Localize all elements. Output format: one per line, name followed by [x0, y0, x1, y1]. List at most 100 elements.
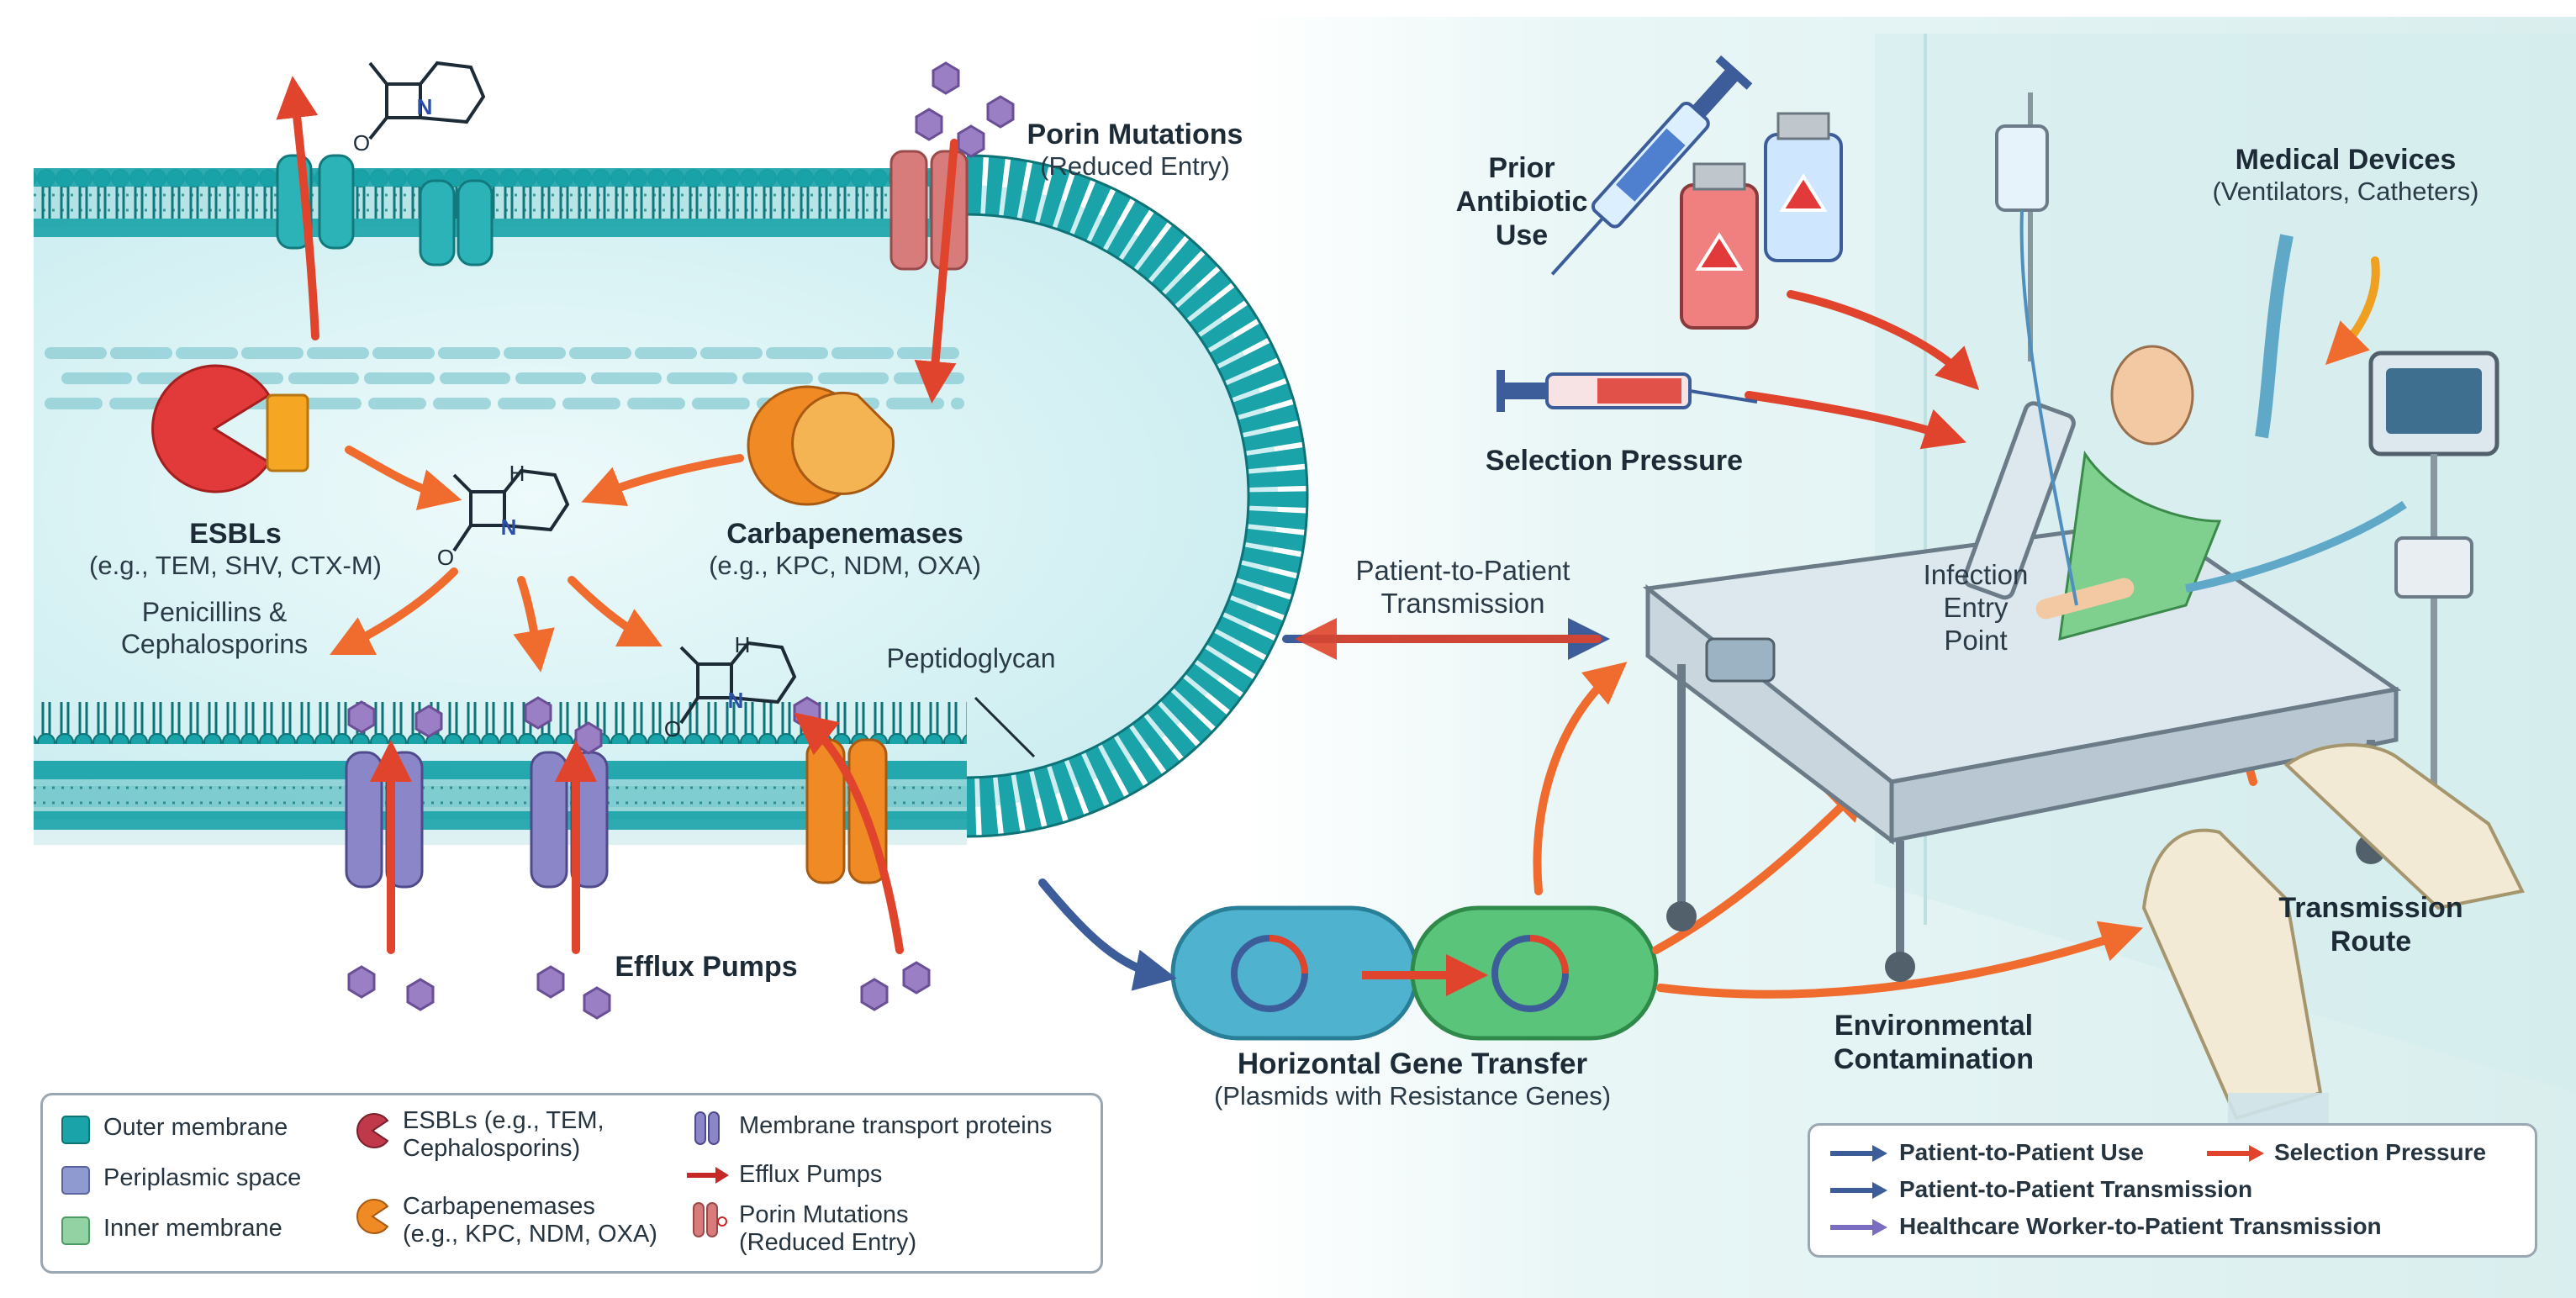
porin-mutations-legend-line2: (Reduced Entry) [739, 1229, 917, 1257]
carbapenemases-legend-line2: (e.g., KPC, NDM, OXA) [403, 1221, 657, 1248]
patient-transmission-legend-arrow [1830, 1182, 1887, 1199]
environmental-line1: Environmental [1834, 1010, 2034, 1042]
carbapenemase-legend-icon [356, 1199, 389, 1234]
hgt-sub: (Plasmids with Resistance Genes) [1213, 1081, 1612, 1111]
carbapenemase-enzyme [747, 385, 895, 506]
medical-devices-sub: (Ventilators, Catheters) [2212, 177, 2479, 207]
beta-lactam-molecule-right [679, 641, 797, 725]
esbls-label: ESBLs (e.g., TEM, SHV, CTX-M) [59, 517, 412, 582]
syringe-bottom [1497, 370, 1758, 412]
efflux-pumps-legend-label: Efflux Pumps [739, 1161, 883, 1188]
porin-mutations-legend-line1: Porin Mutations [739, 1201, 909, 1228]
selection-pressure-legend-label: Selection Pressure [2274, 1139, 2487, 1165]
horizontal-gene-transfer-label: Horizontal Gene Transfer (Plasmids with … [1152, 1047, 1673, 1112]
penicillins-line2: Cephalosporins [120, 628, 309, 659]
esbl-legend-icon [356, 1113, 389, 1148]
atom-n-center: N [500, 514, 517, 540]
carbapenemases-legend-line1: Carbapenemases [403, 1193, 595, 1220]
membrane-transport-legend-icon [694, 1111, 720, 1145]
penicillins-label: Penicillins & Cephalosporins [76, 597, 353, 661]
patient-figure [2035, 345, 2222, 641]
atom-h-center: H [509, 461, 525, 486]
antibiotic-vials [1680, 112, 1843, 330]
efflux-pumps-text: Efflux Pumps [615, 951, 798, 983]
patient-to-patient-transmission-label: Patient-to-Patient Transmission [1312, 555, 1614, 620]
horizontal-gene-transfer-cells [1170, 905, 1659, 1041]
infection-entry-line2: Entry [1943, 591, 2009, 623]
infection-entry-point-label: Infection Entry Point [1900, 559, 2051, 657]
porin-mutations-legend-label: Porin Mutations (Reduced Entry) [739, 1201, 916, 1258]
esbls-legend-label: ESBLs (e.g., TEM, Cephalosporins) [403, 1107, 604, 1163]
porin-mutations-sub: (Reduced Entry) [1040, 151, 1230, 182]
syringe-top [1550, 55, 1753, 276]
porin-mutations-title: Porin Mutations [1027, 119, 1243, 150]
iv-stand [1995, 92, 2078, 606]
transmission-route-line2: Route [2330, 926, 2412, 958]
outer-membrane-legend-label: Outer membrane [103, 1114, 288, 1141]
selection-pressure-text: Selection Pressure [1485, 445, 1744, 477]
membrane-transport-legend-label: Membrane transport proteins [739, 1112, 1053, 1139]
prior-antibiotic-line2: Antibiotic [1455, 186, 1588, 219]
patient-transmission-line1: Patient-to-Patient [1355, 555, 1570, 586]
environmental-contamination-label: Environmental Contamination [1791, 1009, 2077, 1076]
penicillins-line1: Penicillins & [141, 597, 288, 627]
prior-antibiotic-line3: Use [1495, 219, 1549, 252]
carbapenemases-legend-label: Carbapenemases (e.g., KPC, NDM, OXA) [403, 1193, 657, 1249]
hgt-title: Horizontal Gene Transfer [1237, 1047, 1588, 1080]
antibiotic-molecules [347, 61, 1015, 1020]
porin-mutation-legend-icon [693, 1202, 727, 1237]
transmission-route-label: Transmission Route [2253, 891, 2489, 958]
peptidoglycan-label: Peptidoglycan [858, 643, 1085, 675]
atom-n-top: N [416, 94, 433, 119]
legend-transmission-routes: Patient-to-Patient Use Selection Pressur… [1808, 1123, 2537, 1258]
inner-membrane [34, 664, 967, 744]
atom-n-right: N [727, 688, 744, 713]
inner-membrane-legend-label: Inner membrane [103, 1215, 282, 1242]
peptidoglycan-pointer [974, 696, 1036, 758]
healthcare-transmission-legend-arrow [1830, 1219, 1887, 1236]
patient-use-legend-arrow [1830, 1145, 1887, 1162]
carbapenemases-sub: (e.g., KPC, NDM, OXA) [709, 551, 981, 581]
medical-devices-title: Medical Devices [2235, 144, 2457, 176]
efflux-pumps-label: Efflux Pumps [580, 950, 832, 984]
legend-membrane-components: Outer membrane Periplasmic space Inner m… [40, 1093, 1103, 1274]
environmental-line2: Contamination [1834, 1043, 2034, 1076]
infection-entry-line3: Point [1944, 624, 2008, 656]
transmission-route-line1: Transmission [2278, 892, 2463, 924]
patient-transmission-legend-label: Patient-to-Patient Transmission [1899, 1176, 2253, 1202]
prior-antibiotic-line1: Prior [1488, 152, 1555, 184]
porin-mutations-label: Porin Mutations (Reduced Entry) [992, 118, 1278, 182]
prior-antibiotic-use-label: Prior Antibiotic Use [1429, 151, 1614, 252]
patient-transmission-line2: Transmission [1380, 587, 1545, 619]
atom-o-right: O [663, 716, 682, 741]
cell-arrows [276, 76, 958, 954]
esbls-legend-line1: ESBLs (e.g., TEM, [403, 1107, 604, 1134]
medical-devices-label: Medical Devices (Ventilators, Catheters) [2169, 143, 2522, 208]
patient-use-legend-label: Patient-to-Patient Use [1899, 1139, 2144, 1165]
selection-pressure-legend-arrow [2207, 1145, 2264, 1162]
beta-lactam-molecule-center [452, 468, 570, 552]
infection-entry-line1: Infection [1923, 559, 2029, 590]
esbls-sub: (e.g., TEM, SHV, CTX-M) [89, 551, 382, 581]
mutated-porin [889, 150, 969, 271]
peptidoglycan-text: Peptidoglycan [886, 643, 1056, 673]
esbls-legend-line2: Cephalosporins) [403, 1135, 581, 1163]
atom-h-right: H [734, 632, 751, 657]
ventilator-monitor [2185, 234, 2499, 841]
outer-membrane-swatch [61, 1116, 90, 1144]
carbapenemases-label: Carbapenemases (e.g., KPC, NDM, OXA) [685, 517, 1005, 582]
selection-pressure-label: Selection Pressure [1463, 444, 1766, 478]
carbapenemases-title: Carbapenemases [726, 518, 963, 550]
inner-membrane-swatch [61, 1216, 90, 1245]
periplasmic-space-swatch [61, 1166, 90, 1195]
efflux-pump-legend-arrow [687, 1167, 729, 1184]
periplasmic-space-legend-label: Periplasmic space [103, 1164, 302, 1191]
carbapenem-molecule-top [368, 61, 486, 140]
esbls-title: ESBLs [189, 518, 282, 550]
atom-o-center: O [436, 545, 455, 570]
healthcare-transmission-legend-label: Healthcare Worker-to-Patient Transmissio… [1899, 1213, 2382, 1239]
atom-o-top: O [352, 130, 371, 156]
esbl-enzyme [151, 364, 309, 493]
